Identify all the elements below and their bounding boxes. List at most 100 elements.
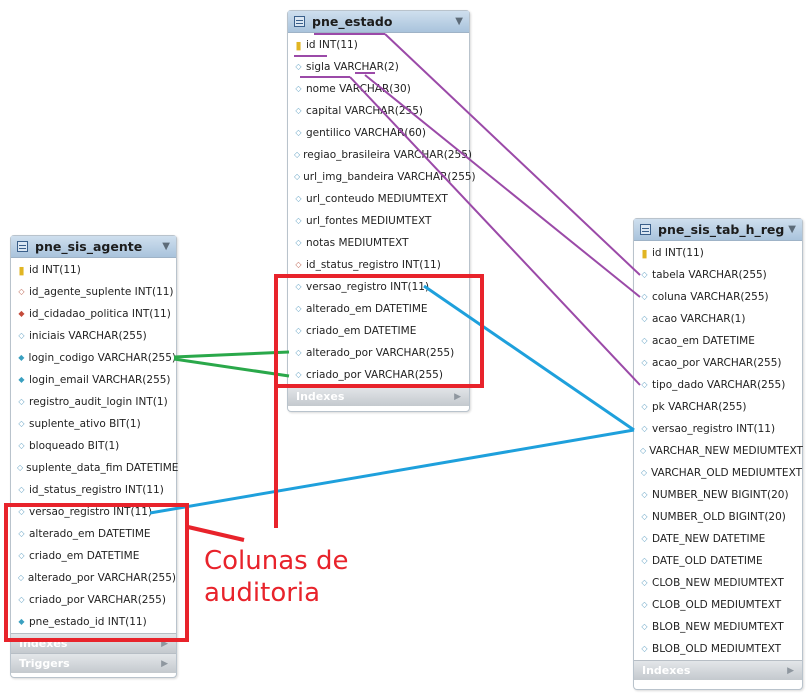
column-row[interactable]: ◇ versao_registro INT(11) [288,276,469,298]
column-row[interactable]: ◇coluna VARCHAR(255) [634,286,802,308]
column-row[interactable]: ◇acao_em DATETIME [634,330,802,352]
column-icon: ◇ [641,424,648,433]
section-label: Triggers [19,657,70,670]
column-row[interactable]: ◇BLOB_OLD MEDIUMTEXT [634,638,802,660]
column-row[interactable]: ◆id_cidadao_politica INT(11) [11,303,176,325]
column-label: capital VARCHAR(255) [306,105,424,117]
column-icon: ◇ [641,512,648,521]
column-row[interactable]: ◇BLOB_NEW MEDIUMTEXT [634,616,802,638]
column-row[interactable]: ◆login_email VARCHAR(255) [11,369,176,391]
column-row[interactable]: ◇VARCHAR_NEW MEDIUMTEXT [634,440,803,462]
column-icon: ◇ [640,468,648,477]
column-row[interactable]: ▮id INT(11) [634,242,802,264]
column-row[interactable]: ◇suplente_data_fim DATETIME [11,457,178,479]
column-label: pne_estado_id INT(11) [29,616,147,628]
collapse-arrow-icon[interactable]: ▼ [455,16,463,27]
column-row[interactable]: ◇DATE_OLD DATETIME [634,550,802,572]
column-row[interactable]: ◇tipo_dado VARCHAR(255) [634,374,802,396]
column-row[interactable]: ◇notas MEDIUMTEXT [288,232,469,254]
column-row[interactable]: ◇alterado_em DATETIME [288,298,469,320]
section-indexes[interactable]: Indexes ▶ [634,660,802,680]
column-row[interactable]: ◇acao_por VARCHAR(255) [634,352,802,374]
column-row[interactable]: ◇acao VARCHAR(1) [634,308,802,330]
column-label: coluna VARCHAR(255) [652,291,769,303]
table-header[interactable]: pne_sis_tab_h_reg ▼ [634,219,802,241]
table-icon [17,241,28,252]
column-row[interactable]: ◇id_status_registro INT(11) [288,254,469,276]
column-label: login_email VARCHAR(255) [29,374,171,386]
column-row[interactable]: ◇NUMBER_OLD BIGINT(20) [634,506,802,528]
column-row[interactable]: ◇id_status_registro INT(11) [11,479,176,501]
column-label: DATE_OLD DATETIME [652,555,763,567]
column-row[interactable]: ◇registro_audit_login INT(1) [11,391,176,413]
column-row[interactable]: ◇CLOB_OLD MEDIUMTEXT [634,594,802,616]
column-icon: ◇ [18,441,25,450]
primary-key-icon: ▮ [18,263,25,277]
column-row[interactable]: ◇id_agente_suplente INT(11) [11,281,176,303]
expand-arrow-icon[interactable]: ▶ [161,658,168,669]
column-row[interactable]: ◇alterado_por VARCHAR(255) [11,567,176,589]
section-indexes[interactable]: Indexes ▶ [11,633,176,653]
column-row[interactable]: ◇suplente_ativo BIT(1) [11,413,176,435]
column-label: login_codigo VARCHAR(255) [28,352,176,364]
table-pne-sis-agente[interactable]: pne_sis_agente ▼ ▮id INT(11)◇id_agente_s… [10,235,178,678]
column-row[interactable]: ◇CLOB_NEW MEDIUMTEXT [634,572,802,594]
column-row[interactable]: ◇NUMBER_NEW BIGINT(20) [634,484,802,506]
section-indexes[interactable]: Indexes ▶ [288,386,469,406]
column-row[interactable]: ◇capital VARCHAR(255) [288,100,469,122]
column-row[interactable]: ◇nome VARCHAR(30) [288,78,469,100]
column-label: nome VARCHAR(30) [306,83,411,95]
column-label: CLOB_NEW MEDIUMTEXT [652,577,784,589]
column-label: tipo_dado VARCHAR(255) [652,379,786,391]
column-label: versao_registro INT(11) [306,281,430,293]
column-row[interactable]: ◇sigla VARCHAR(2) [288,56,469,78]
column-label: versao_registro INT(11) [29,506,153,518]
column-row[interactable]: ◇url_conteudo MEDIUMTEXT [288,188,469,210]
column-row[interactable]: ◆login_codigo VARCHAR(255) [11,347,176,369]
column-row[interactable]: ◇alterado_em DATETIME [11,523,176,545]
column-icon: ◇ [295,282,302,291]
column-row[interactable]: ◇versao_registro INT(11) [11,501,176,523]
column-row[interactable]: ◇alterado_por VARCHAR(255) [288,342,469,364]
column-row[interactable]: ◇criado_por VARCHAR(255) [288,364,469,386]
column-row[interactable]: ◇versao_registro INT(11) [634,418,802,440]
column-row[interactable]: ◇criado_em DATETIME [288,320,469,342]
column-row[interactable]: ◇bloqueado BIT(1) [11,435,176,457]
column-icon: ◇ [641,402,648,411]
column-icon: ◇ [641,336,648,345]
column-row[interactable]: ◇url_img_bandeira VARCHAR(255) [288,166,476,188]
column-row[interactable]: ◆pne_estado_id INT(11) [11,611,176,633]
expand-arrow-icon[interactable]: ▶ [161,638,168,649]
column-row[interactable]: ◇iniciais VARCHAR(255) [11,325,176,347]
column-icon: ◇ [641,270,648,279]
column-row[interactable]: ◇criado_por VARCHAR(255) [11,589,176,611]
column-icon: ◇ [18,551,25,560]
collapse-arrow-icon[interactable]: ▼ [788,224,796,235]
column-row[interactable]: ▮id INT(11) [288,34,469,56]
column-label: criado_em DATETIME [29,550,140,562]
column-row[interactable]: ◇tabela VARCHAR(255) [634,264,802,286]
column-row[interactable]: ◇ pk VARCHAR(255) [634,396,802,418]
column-label: pk VARCHAR(255) [652,401,747,413]
table-header[interactable]: pne_sis_agente ▼ [11,236,176,258]
table-pne-estado[interactable]: pne_estado ▼ ▮id INT(11)◇sigla VARCHAR(2… [287,10,476,412]
column-row[interactable]: ◇ criado_em DATETIME [11,545,176,567]
expand-arrow-icon[interactable]: ▶ [454,391,461,402]
column-list: ▮id INT(11)◇tabela VARCHAR(255)◇coluna V… [634,241,803,660]
collapse-arrow-icon[interactable]: ▼ [162,241,170,252]
column-row[interactable]: ◇DATE_NEW DATETIME [634,528,802,550]
column-row[interactable]: ◇VARCHAR_OLD MEDIUMTEXT [634,462,802,484]
green-links [173,350,290,378]
column-label: notas MEDIUMTEXT [306,237,409,249]
column-row[interactable]: ◇gentilico VARCHAR(60) [288,122,469,144]
column-row[interactable]: ◇url_fontes MEDIUMTEXT [288,210,469,232]
column-label: id_status_registro INT(11) [306,259,441,271]
column-icon: ◇ [295,348,302,357]
expand-arrow-icon[interactable]: ▶ [787,665,794,676]
column-row[interactable]: ▮id INT(11) [11,259,176,281]
table-pne-sis-tab-h-reg[interactable]: pne_sis_tab_h_reg ▼ ▮id INT(11)◇tabela V… [633,218,803,690]
column-row[interactable]: ◇regiao_brasileira VARCHAR(255) [288,144,472,166]
section-triggers[interactable]: Triggers ▶ [11,653,176,673]
table-title: pne_sis_agente [35,239,143,254]
table-header[interactable]: pne_estado ▼ [288,11,469,33]
